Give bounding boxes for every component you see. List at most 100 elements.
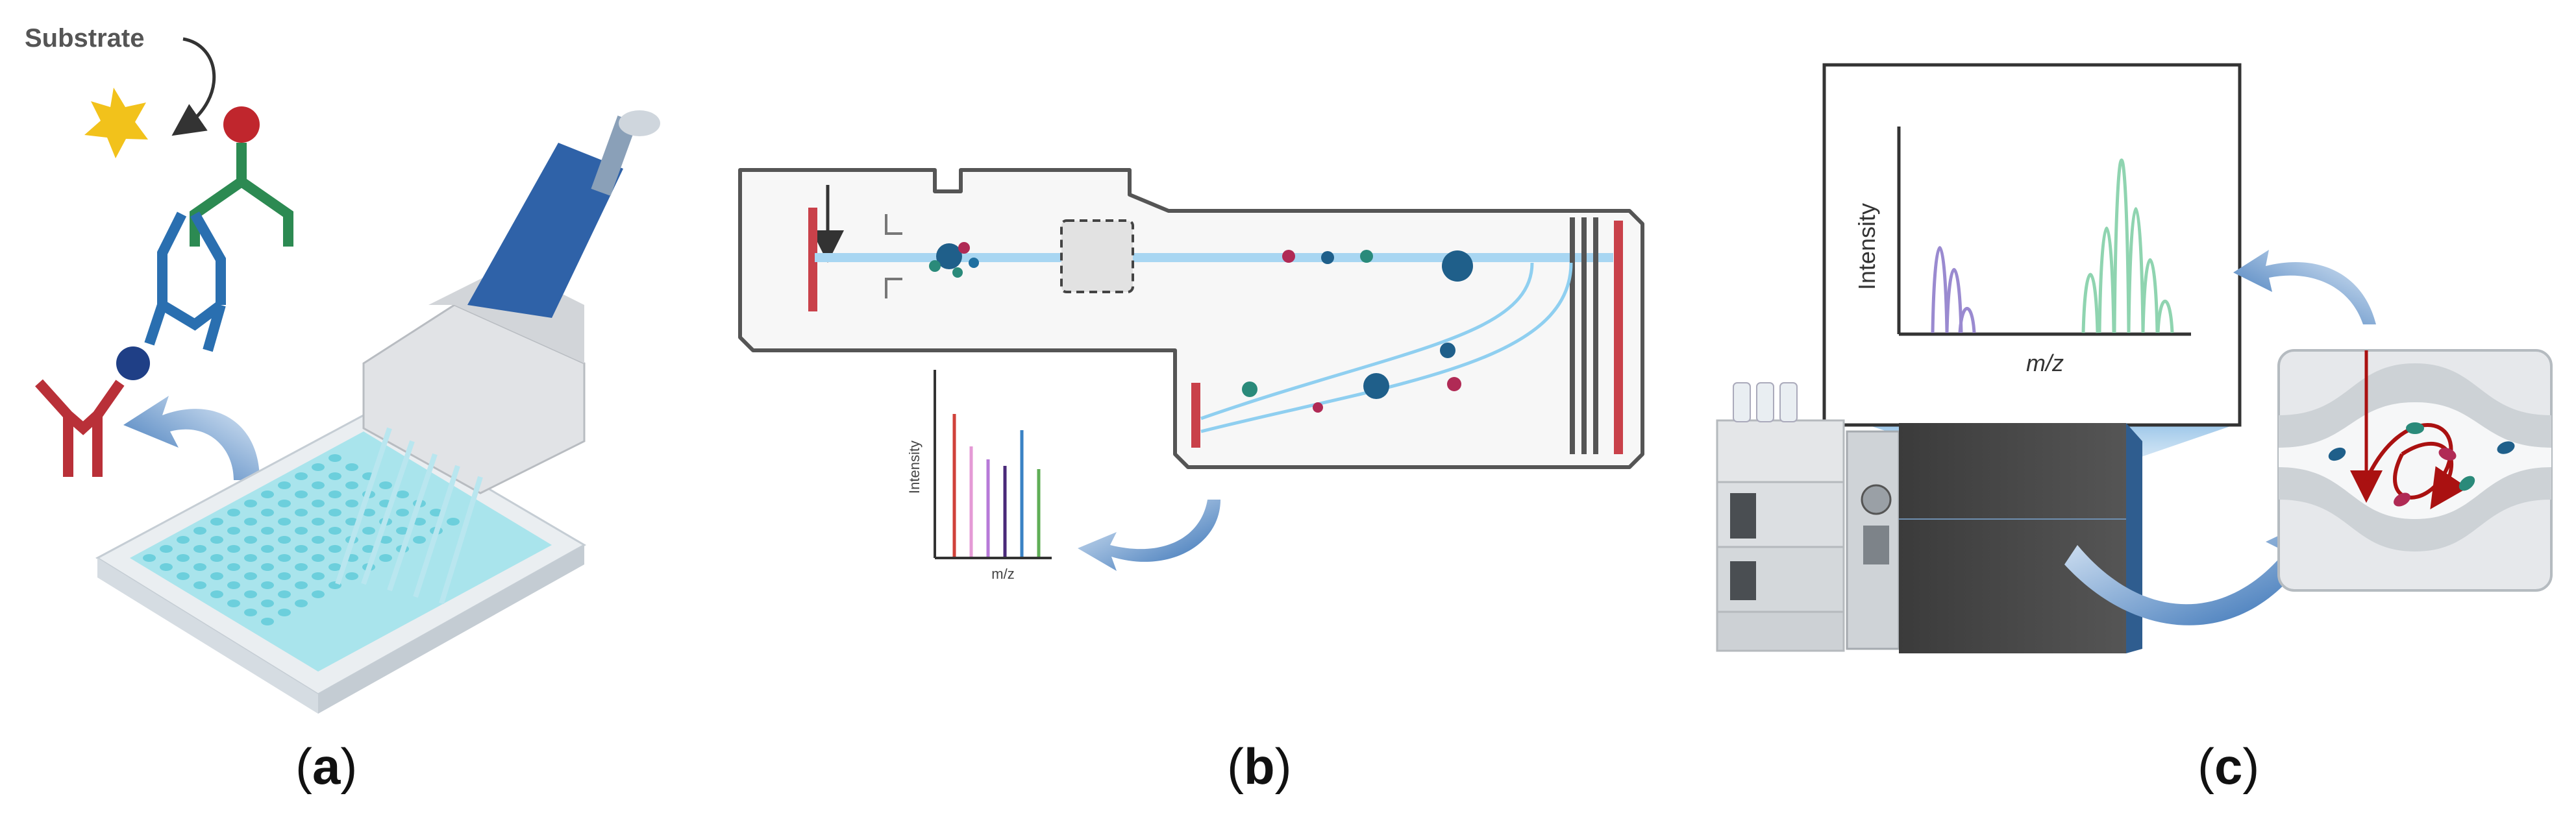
plate-well bbox=[278, 572, 291, 580]
source-plate bbox=[808, 208, 817, 311]
microplate-icon bbox=[95, 414, 587, 714]
plate-well bbox=[295, 563, 308, 571]
caption-b: (b) bbox=[1227, 738, 1292, 795]
plate-well bbox=[244, 536, 257, 544]
plate-well bbox=[244, 500, 257, 507]
plate-well bbox=[312, 463, 325, 471]
plate-well bbox=[193, 527, 206, 535]
spectrum-b-ylabel: Intensity bbox=[906, 441, 923, 494]
plate-well bbox=[345, 463, 358, 471]
plate-well bbox=[261, 545, 274, 553]
spectrum-c-peak bbox=[2141, 258, 2159, 333]
plate-well bbox=[227, 527, 240, 535]
spectrum-c-peak bbox=[2098, 226, 2116, 333]
spectrum-c-ylabel: Intensity bbox=[1853, 203, 1880, 290]
caption-a: (a) bbox=[295, 738, 357, 795]
spectrum-c-peak bbox=[1958, 307, 1976, 333]
plate-well bbox=[345, 500, 358, 507]
flight-ion-3 bbox=[1360, 250, 1373, 263]
plate-well bbox=[160, 545, 173, 553]
plate-well bbox=[379, 536, 392, 544]
return-ion-4 bbox=[1440, 343, 1455, 358]
plate-well bbox=[312, 590, 325, 598]
plate-well bbox=[328, 563, 341, 571]
plate-well bbox=[413, 536, 426, 544]
plate-well bbox=[177, 572, 190, 580]
plate-well bbox=[278, 590, 291, 598]
spectrum-c-peaks bbox=[1931, 158, 2174, 333]
ion-small-3 bbox=[969, 258, 979, 268]
plate-well bbox=[210, 518, 223, 526]
return-ion-1 bbox=[1242, 382, 1257, 397]
panel-b: Intensity m/z (b) bbox=[738, 168, 1644, 795]
plate-well bbox=[177, 536, 190, 544]
ion-cluster bbox=[936, 243, 962, 269]
plate-well bbox=[312, 481, 325, 489]
multichannel-pipette-icon bbox=[335, 110, 660, 605]
plate-well bbox=[295, 491, 308, 498]
spectrum-c-peak bbox=[2081, 273, 2099, 333]
plate-well bbox=[295, 472, 308, 480]
plate-well bbox=[227, 581, 240, 589]
reflectron-plate-2 bbox=[1581, 217, 1587, 454]
plate-well bbox=[328, 491, 341, 498]
antibody-green-icon bbox=[190, 175, 293, 247]
plate-well bbox=[295, 600, 308, 607]
plate-well bbox=[362, 509, 375, 516]
plate-well bbox=[278, 536, 291, 544]
plate-well bbox=[261, 581, 274, 589]
substrate-star-icon bbox=[84, 88, 148, 158]
plate-well bbox=[210, 590, 223, 598]
plate-well bbox=[227, 600, 240, 607]
plate-well bbox=[177, 554, 190, 562]
caption-c: (c) bbox=[2198, 738, 2259, 795]
plate-well bbox=[143, 554, 156, 562]
plate-well bbox=[312, 536, 325, 544]
spectrum-b: Intensity m/z bbox=[906, 370, 1052, 582]
plate-well bbox=[396, 509, 409, 516]
ion-small-1 bbox=[929, 260, 941, 272]
plate-well bbox=[278, 500, 291, 507]
flight-ion-2 bbox=[1321, 251, 1334, 264]
plate-well bbox=[160, 563, 173, 571]
curved-arrow-c-icon bbox=[2064, 513, 2327, 625]
spectrum-b-peaks bbox=[952, 414, 1041, 557]
ion-trap-icon bbox=[2277, 349, 2553, 592]
spectrum-c-peak bbox=[1945, 268, 1963, 333]
mass-spectrometer-icon bbox=[1846, 423, 2142, 653]
plate-well bbox=[193, 581, 206, 589]
plate-well bbox=[278, 554, 291, 562]
plate-well bbox=[295, 509, 308, 516]
plate-well bbox=[312, 518, 325, 526]
return-ion-5 bbox=[1447, 377, 1461, 391]
ion-small-4 bbox=[952, 267, 963, 278]
curved-arrow-top-icon bbox=[2233, 250, 2376, 324]
plate-well bbox=[362, 527, 375, 535]
flight-ion-4 bbox=[1442, 250, 1473, 282]
plate-well bbox=[345, 481, 358, 489]
plate-well bbox=[312, 500, 325, 507]
plate-well bbox=[379, 481, 392, 489]
plate-well bbox=[295, 545, 308, 553]
plate-well bbox=[261, 618, 274, 625]
spectrum-c-xlabel: m/z bbox=[2026, 350, 2064, 376]
plate-well bbox=[210, 554, 223, 562]
spectrum-c-peak bbox=[2156, 300, 2174, 333]
plate-well bbox=[345, 572, 358, 580]
spectrum-c-box bbox=[1822, 63, 2242, 427]
flight-ion-1 bbox=[1282, 250, 1295, 263]
reflectron-plate-3 bbox=[1593, 217, 1598, 454]
plate-well bbox=[312, 554, 325, 562]
substrate-arrow bbox=[171, 37, 216, 136]
plate-well bbox=[328, 509, 341, 516]
plate-well bbox=[210, 536, 223, 544]
spectrum-c-peak bbox=[2112, 158, 2131, 333]
extraction-lens-bottom bbox=[885, 278, 902, 298]
return-ion-3 bbox=[1363, 373, 1389, 399]
plate-well bbox=[261, 600, 274, 607]
curved-arrow-b-icon bbox=[1078, 500, 1220, 571]
curved-arrow-icon bbox=[123, 396, 260, 480]
spectrum-c-peak bbox=[2127, 207, 2145, 333]
plate-well bbox=[193, 563, 206, 571]
